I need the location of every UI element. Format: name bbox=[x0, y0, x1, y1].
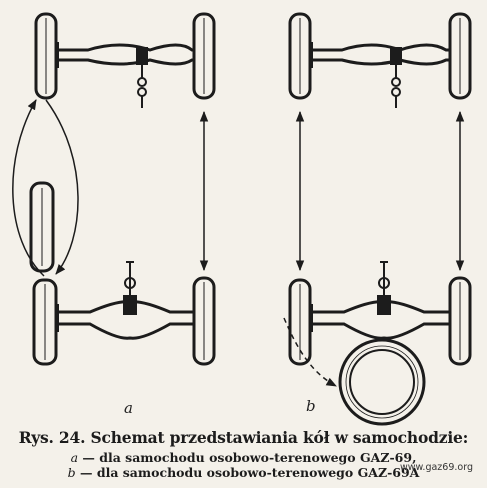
arrow-spare-b bbox=[283, 317, 337, 387]
panel-b bbox=[283, 12, 472, 426]
panel-label-b: b bbox=[306, 397, 316, 415]
caption-line-b: b — dla samochodu osobowo-terenowego GAZ… bbox=[0, 465, 487, 480]
caption-line-a: a — dla samochodu osobowo-terenowego GAZ… bbox=[0, 450, 487, 465]
front-axle-a bbox=[56, 42, 200, 108]
arrow-loop-a bbox=[12, 99, 45, 277]
caption-text-b: — dla samochodu osobowo-terenowego GAZ-6… bbox=[75, 465, 420, 480]
caption-text-a: — dla samochodu osobowo-terenowego GAZ-6… bbox=[78, 450, 417, 465]
panel-a bbox=[12, 12, 216, 366]
front-axle-b bbox=[310, 42, 454, 108]
rear-axle-a bbox=[56, 261, 200, 340]
caption-letter-b: b bbox=[67, 465, 76, 480]
figure-caption-title: Rys. 24. Schemat przedstawiania kół w sa… bbox=[18, 428, 469, 447]
spare-wheel-b bbox=[338, 338, 426, 426]
rear-axle-b bbox=[310, 261, 454, 340]
caption-letter-a: a bbox=[70, 450, 79, 465]
watermark: www.gaz69.org bbox=[400, 462, 473, 473]
panel-label-a: a bbox=[124, 399, 133, 417]
arrow-loop-a-2 bbox=[45, 99, 79, 275]
